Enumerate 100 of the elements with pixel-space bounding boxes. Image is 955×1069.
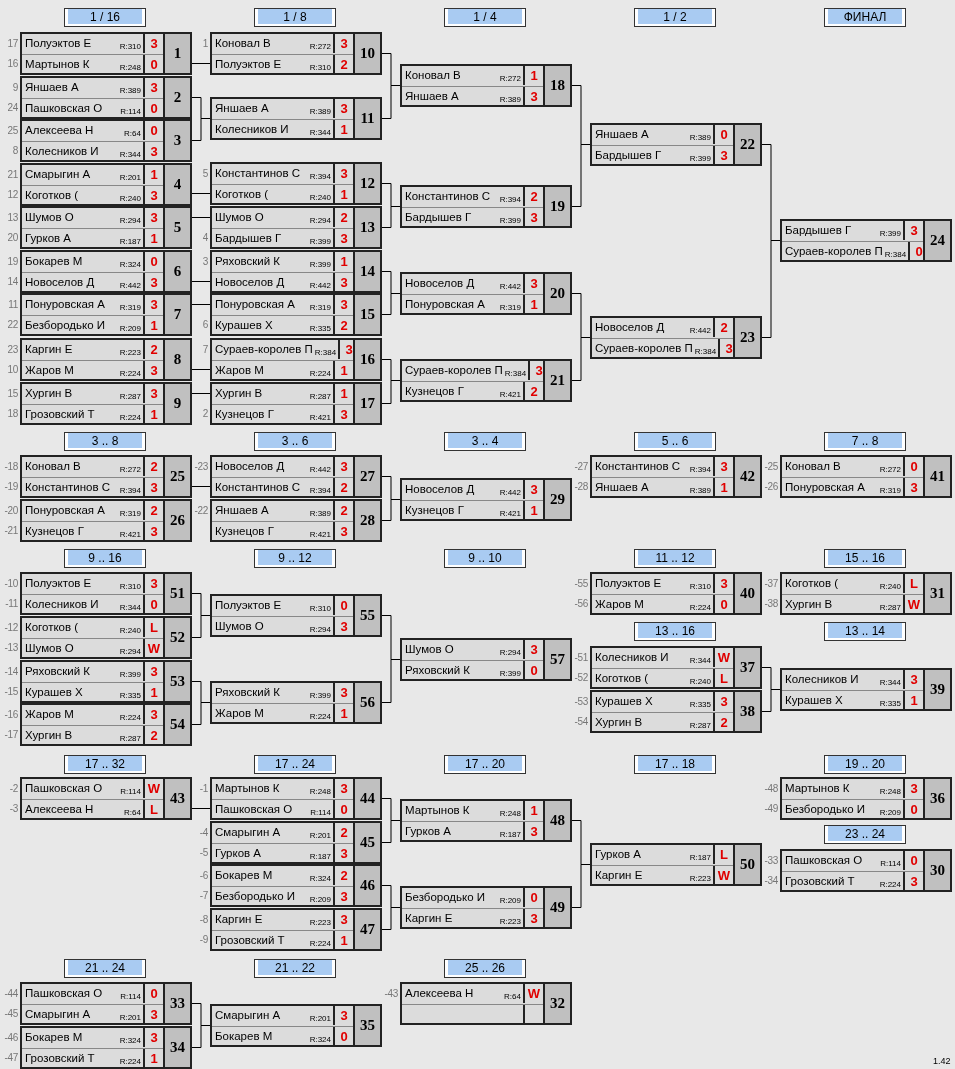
seed-number: 8: [11, 144, 18, 158]
player-name: Кузнецов Г: [214, 524, 274, 539]
rating-label: R:310: [308, 605, 332, 615]
match-box: [780, 849, 952, 892]
round-header: 3 .. 8: [64, 432, 146, 451]
match-number: 52: [163, 618, 190, 657]
round-header: 3 .. 6: [254, 432, 336, 451]
match-box: [210, 821, 382, 864]
player-name: Курашев Х: [214, 318, 273, 333]
seed-number: 15: [6, 387, 18, 401]
seed-number: -48: [763, 782, 778, 796]
seed-number: 25: [6, 124, 18, 138]
seed-number: -28: [573, 480, 588, 494]
rating-label: R:187: [118, 238, 142, 248]
rating-label: R:319: [878, 487, 902, 497]
seed-number: 12: [6, 188, 18, 202]
match-number: 24: [923, 221, 950, 260]
round-header: 9 .. 16: [64, 549, 146, 568]
rating-label: R:187: [308, 853, 332, 863]
seed-number: -55: [573, 577, 588, 591]
rating-label: R:294: [308, 626, 332, 636]
player-name: Яншаев А: [24, 80, 79, 95]
player-name: Колесников И: [594, 650, 669, 665]
rating-label: R:344: [878, 679, 902, 689]
match-box: [20, 293, 192, 336]
match-number: 41: [923, 457, 950, 496]
player-name: Жаров М: [594, 597, 644, 612]
match-box: [210, 777, 382, 820]
round-header: 1 / 2: [634, 8, 716, 27]
match-box: [20, 703, 192, 746]
player-name: Смарыгин А: [214, 825, 281, 840]
player-name: Смарыгин А: [24, 1007, 91, 1022]
match-box: [210, 681, 382, 724]
rating-label: R:310: [118, 583, 142, 593]
player-name: Грозовский Т: [24, 407, 95, 422]
rating-label: R:240: [118, 195, 142, 205]
match-number: 39: [923, 670, 950, 709]
rating-label: R:442: [688, 327, 712, 337]
seed-number: 11: [7, 298, 18, 312]
match-number: 29: [543, 480, 570, 519]
round-header: 9 .. 10: [444, 549, 526, 568]
seed-number: -17: [3, 728, 18, 742]
player-name: Понуровская А: [24, 297, 105, 312]
match-number: 7: [163, 295, 190, 334]
match-number: 17: [353, 384, 380, 423]
rating-label: R:399: [308, 261, 332, 271]
player-name: Хургин В: [214, 386, 263, 401]
match-box: [20, 660, 192, 703]
rating-label: R:209: [878, 809, 902, 819]
seed-number: -11: [4, 597, 18, 611]
seed-number: -52: [573, 671, 588, 685]
rating-label: R:287: [118, 393, 142, 403]
player-name: Яншаев А: [214, 503, 269, 518]
rating-label: R:394: [688, 466, 712, 476]
rating-label: R:272: [308, 43, 332, 53]
player-name: Грозовский Т: [784, 874, 855, 889]
rating-label: R:389: [308, 510, 332, 520]
player-name: Коготков (: [24, 188, 79, 203]
match-number: 48: [543, 801, 570, 840]
match-number: 20: [543, 274, 570, 313]
seed-number: 2: [201, 407, 208, 421]
match-number: 43: [163, 779, 190, 818]
match-box: [780, 668, 952, 711]
version-label: 1.42: [933, 1056, 951, 1066]
match-number: 23: [733, 318, 760, 357]
match-box: [590, 646, 762, 689]
player-name: Полуэктов Е: [214, 598, 282, 613]
player-name: Мартынов К: [24, 57, 90, 72]
match-box: [210, 97, 382, 140]
seed-number: -37: [763, 577, 778, 591]
seed-number: -12: [3, 621, 18, 635]
rating-label: R:442: [118, 282, 142, 292]
seed-number: -21: [3, 524, 18, 538]
seed-number: -54: [573, 715, 588, 729]
rating-label: R:324: [308, 875, 332, 885]
rating-label: R:223: [308, 919, 332, 929]
player-name: Пашковская О: [24, 101, 103, 116]
match-number: 46: [353, 866, 380, 905]
match-box: [590, 316, 762, 359]
player-name: Новоселов Д: [594, 320, 665, 335]
round-header: 1 / 16: [64, 8, 146, 27]
match-box: [590, 455, 762, 498]
match-number: 57: [543, 640, 570, 679]
seed-number: -20: [3, 504, 18, 518]
match-number: 45: [353, 823, 380, 862]
round-header: 17 .. 24: [254, 755, 336, 774]
match-number: 21: [543, 361, 570, 400]
player-name: Пашковская О: [24, 781, 103, 796]
match-box: [20, 616, 192, 659]
rating-label: R:442: [308, 282, 332, 292]
seed-number: 5: [201, 167, 208, 181]
player-name: Коновал В: [24, 459, 81, 474]
seed-number: -22: [193, 504, 208, 518]
match-box: [400, 359, 572, 402]
player-name: Бокарев М: [24, 1030, 83, 1045]
player-name: Пашковская О: [214, 802, 293, 817]
player-name: Константинов С: [404, 189, 491, 204]
player-name: Каргин Е: [404, 911, 453, 926]
rating-label: R:223: [498, 918, 522, 928]
player-name: Яншаев А: [594, 127, 649, 142]
